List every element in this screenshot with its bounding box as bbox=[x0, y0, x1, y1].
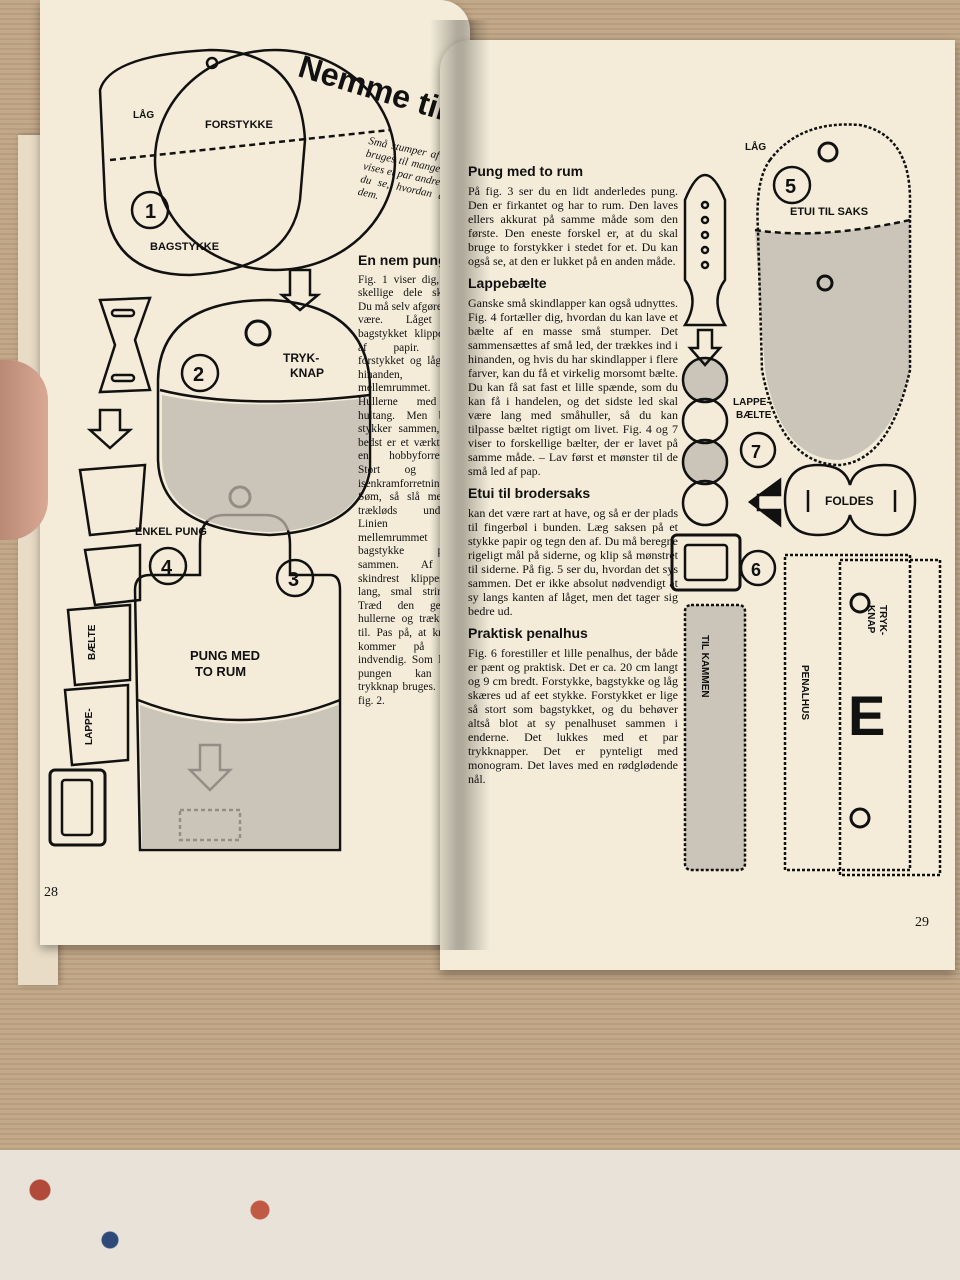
penalhus-label: PENALHUS bbox=[799, 665, 810, 720]
fig7-number-circle bbox=[739, 431, 777, 469]
text-etui-til-brodersaks: kan det være rart at have, og så er der … bbox=[468, 506, 678, 618]
fig3-label-line1: PUNG MED bbox=[190, 648, 260, 663]
fig1-number-circle bbox=[130, 190, 170, 230]
fig6-label-tryk: TRYK- bbox=[877, 605, 888, 635]
belt-label-baelte: BÆLTE bbox=[87, 624, 98, 660]
fig1-label-bagstykke: BAGSTYKKE bbox=[150, 241, 219, 253]
fig3-number: 3 bbox=[288, 569, 299, 591]
text-lappebaelte: Ganske små skindlapper kan også udnyttes… bbox=[468, 296, 678, 478]
left-page: LÅG FORSTYKKE BAGSTYKKE 1 2 TRYK- KNAP E… bbox=[40, 0, 470, 945]
heading-en-nem-pung: En nem pung bbox=[358, 252, 447, 268]
page-number-right: 29 bbox=[915, 915, 929, 930]
text-pung-med-to-rum: På fig. 3 ser du en lidt anderledes pung… bbox=[468, 184, 678, 268]
fig4-number-circle bbox=[148, 546, 188, 586]
right-text-column: Pung med to rum På fig. 3 ser du en lidt… bbox=[468, 160, 678, 794]
body-en-nem-pung: Fig. 1 viser dig, hvor skellige dele skæ… bbox=[358, 273, 466, 707]
left-illustrations: LÅG FORSTYKKE BAGSTYKKE 1 2 TRYK- KNAP E… bbox=[48, 48, 397, 852]
fig7-label-baelte: BÆLTE bbox=[736, 410, 772, 421]
heading-praktisk-penalhus: Praktisk penalhus bbox=[468, 625, 588, 641]
right-page: Pung med to rum På fig. 3 ser du en lidt… bbox=[440, 40, 955, 970]
carpet-background bbox=[0, 1150, 960, 1280]
holding-hand bbox=[0, 360, 48, 540]
heading-pung-med-to-rum: Pung med to rum bbox=[468, 163, 584, 179]
left-text-column: En nem pung Fig. 1 viser dig, hvor skell… bbox=[358, 250, 466, 717]
fig6-number: 6 bbox=[751, 560, 761, 580]
fig1-pattern-shape bbox=[98, 48, 307, 277]
fig2-snap-button bbox=[244, 319, 272, 347]
fig7-foldes-shape bbox=[783, 463, 917, 537]
fig2-number-circle bbox=[180, 353, 220, 393]
fig3-number-circle bbox=[275, 558, 315, 598]
fig7-number: 7 bbox=[751, 442, 761, 462]
penalhus-monogram: E bbox=[848, 684, 885, 747]
belt-label-lappe: LAPPE- bbox=[84, 708, 95, 745]
page-number-left: 28 bbox=[44, 885, 58, 900]
fig3-label-line2: TO RUM bbox=[195, 664, 246, 679]
fig5-label-lag: LÅG bbox=[745, 140, 766, 153]
fig1-number: 1 bbox=[145, 201, 156, 223]
fig6-label-knap: KNAP bbox=[865, 605, 876, 634]
fig1-label-forstykke: FORSTYKKE bbox=[205, 119, 273, 131]
penalhus-outline bbox=[783, 553, 912, 872]
fig6-number-circle bbox=[739, 549, 777, 587]
fig2-label-knap: KNAP bbox=[290, 366, 324, 380]
right-illustrations: LÅG 5 ETUI TIL SAKS LAPPE- BÆLTE 7 FOLDE… bbox=[670, 123, 942, 877]
bookmark-shape bbox=[682, 173, 728, 327]
fig5-label-etui: ETUI TIL SAKS bbox=[790, 206, 868, 218]
fig5-number-circle bbox=[772, 165, 812, 205]
fig4-label-enkel-pung: ENKEL PUNG bbox=[135, 526, 207, 538]
fig4-number: 4 bbox=[161, 557, 173, 579]
fig7-label-lappe: LAPPE- bbox=[733, 397, 770, 408]
heading-etui-til-brodersaks: Etui til brodersaks bbox=[468, 485, 591, 501]
fig1-label-lag: LÅG bbox=[133, 108, 154, 121]
fig5-number: 5 bbox=[785, 176, 796, 198]
heading-lappebaelte: Lappebælte bbox=[468, 275, 547, 291]
fig1-lid-outline bbox=[153, 48, 397, 272]
fig2-label-tryk: TRYK- bbox=[283, 351, 319, 365]
text-praktisk-penalhus: Fig. 6 forestiller et lille penalhus, de… bbox=[468, 646, 678, 786]
comb-case-label: TIL KAMMEN bbox=[699, 635, 710, 698]
fig7-label-foldes: FOLDES bbox=[825, 494, 874, 508]
fig2-number: 2 bbox=[193, 364, 204, 386]
